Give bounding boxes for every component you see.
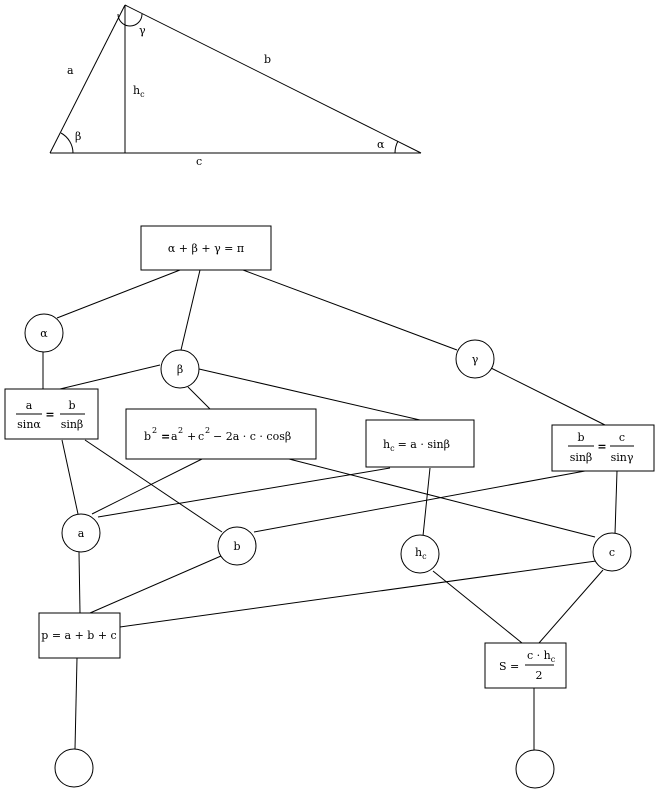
formula-sine-rule-left: a sinα = b sinβ	[4, 388, 99, 440]
angle-alpha-arc	[394, 140, 399, 154]
formula-perimeter: p = a + b + c	[38, 612, 121, 659]
side-a-label: a	[67, 64, 74, 77]
side-b-line	[124, 4, 422, 154]
node-a: a	[61, 513, 101, 553]
formula-height-text: hc= a · sinβ	[383, 438, 450, 453]
formula-cosine-rule: b 2 = a 2 + c 2 − 2a · c · cosβ	[125, 408, 317, 460]
svg-text:p = a + b + c: p = a + b + c	[41, 629, 116, 642]
node-gamma: γ	[455, 339, 495, 379]
svg-text:=: =	[161, 430, 170, 443]
node-hc-text: hc	[415, 546, 427, 561]
node-hc: hc	[400, 534, 440, 574]
formula-angle-sum: α + β + γ = π	[140, 225, 272, 271]
svg-text:sinβ: sinβ	[570, 451, 593, 464]
graph-edges	[42, 269, 618, 750]
node-c: c	[592, 532, 632, 572]
svg-text:c: c	[198, 430, 204, 443]
svg-text:2: 2	[152, 426, 157, 435]
svg-text:sinα: sinα	[17, 418, 41, 431]
svg-text:− 2a · c · cosβ: − 2a · c · cosβ	[213, 430, 291, 443]
svg-text:a: a	[26, 399, 33, 412]
svg-text:a: a	[171, 430, 178, 443]
node-empty-left	[54, 748, 94, 788]
svg-text:2: 2	[536, 669, 543, 682]
side-a-line	[49, 4, 126, 154]
svg-text:γ: γ	[472, 353, 479, 366]
side-b-label: b	[264, 53, 271, 66]
svg-text:α: α	[40, 327, 48, 340]
svg-text:c: c	[609, 546, 615, 559]
svg-text:b: b	[68, 399, 75, 412]
triangle-figure: a b c hc β α γ	[49, 4, 422, 168]
svg-text:sinγ: sinγ	[611, 451, 634, 464]
svg-text:2: 2	[178, 426, 183, 435]
side-c-label: c	[196, 155, 202, 168]
angle-gamma-label: γ	[139, 24, 146, 37]
svg-text:+: +	[187, 430, 196, 443]
node-alpha: α	[24, 313, 64, 353]
formula-height: hc= a · sinβ	[365, 419, 475, 468]
angle-beta-arc	[60, 132, 74, 154]
node-empty-right	[515, 749, 555, 789]
svg-text:c: c	[619, 431, 625, 444]
svg-text:b: b	[577, 431, 584, 444]
svg-text:β: β	[177, 363, 183, 376]
svg-text:a: a	[78, 527, 85, 540]
svg-text:=: =	[45, 408, 54, 421]
svg-text:b: b	[144, 430, 151, 443]
formula-area: S = c · hc 2	[484, 642, 567, 689]
svg-text:=: =	[597, 440, 606, 453]
svg-text:S =: S =	[499, 660, 519, 673]
svg-text:α + β + γ = π: α + β + γ = π	[168, 242, 244, 255]
angle-gamma-arc	[117, 13, 143, 27]
svg-text:b: b	[233, 540, 240, 553]
svg-text:2: 2	[205, 426, 210, 435]
svg-text:sinβ: sinβ	[61, 418, 84, 431]
height-hc-label: hc	[133, 84, 145, 99]
area-numerator: c · hc	[527, 649, 556, 664]
node-beta: β	[160, 349, 200, 389]
node-b: b	[217, 526, 257, 566]
angle-beta-label: β	[75, 130, 81, 143]
formula-sine-rule-right: b sinβ = c sinγ	[551, 424, 655, 472]
angle-alpha-label: α	[377, 138, 385, 151]
